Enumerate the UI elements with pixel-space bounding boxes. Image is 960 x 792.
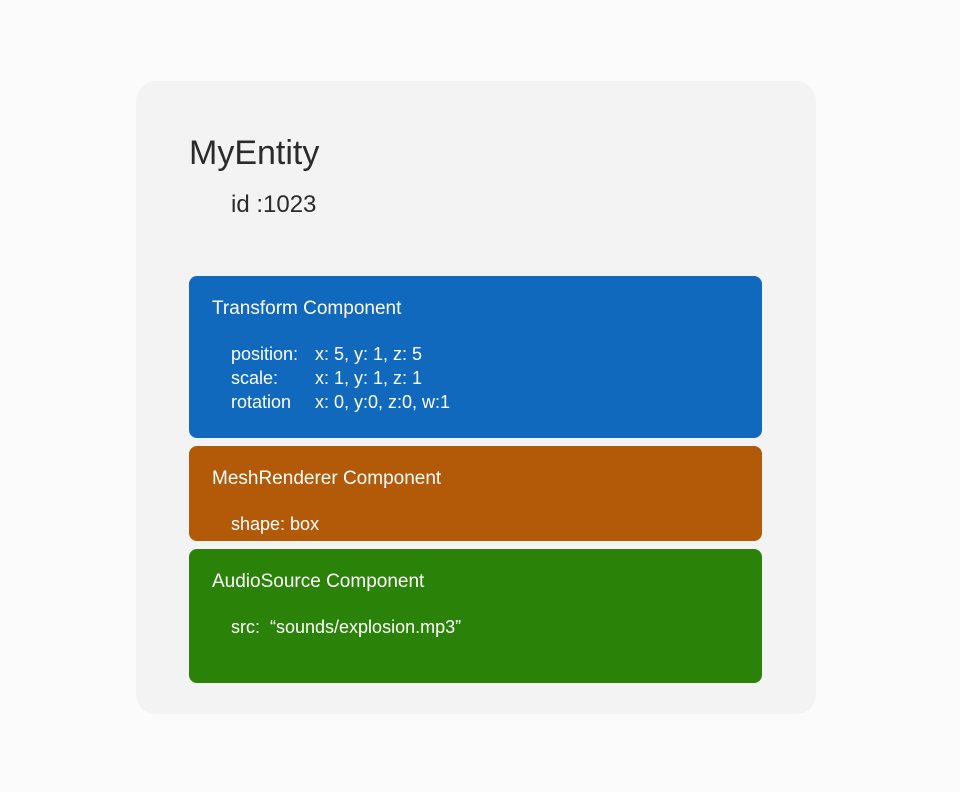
component-list: Transform Component position: x: 5, y: 1…	[189, 276, 762, 683]
component-title: AudioSource Component	[212, 571, 425, 592]
component-card-transform: Transform Component position: x: 5, y: 1…	[189, 276, 762, 438]
property-value: x: 1, y: 1, z: 1	[315, 368, 423, 388]
entity-title: MyEntity	[189, 134, 320, 172]
property-row: scale: x: 1, y: 1, z: 1	[212, 366, 739, 390]
component-property-rows: src: “sounds/explosion.mp3”	[212, 615, 739, 639]
property-row: shape: box	[231, 514, 320, 534]
property-row: src: “sounds/explosion.mp3”	[231, 617, 462, 637]
property-row: position: x: 5, y: 1, z: 5	[212, 342, 739, 366]
property-label: rotation	[231, 392, 292, 412]
entity-id-label: id :1023	[231, 191, 317, 218]
component-property-rows: position: x: 5, y: 1, z: 5 scale: x: 1, …	[212, 342, 739, 414]
property-value: x: 5, y: 1, z: 5	[315, 344, 423, 364]
property-label: position:	[231, 344, 299, 364]
component-card-audiosource: AudioSource Component src: “sounds/explo…	[189, 549, 762, 683]
component-property-rows: shape: box	[212, 512, 739, 536]
property-value: x: 0, y:0, z:0, w:1	[315, 392, 451, 412]
property-label: scale:	[231, 368, 279, 388]
entity-card: MyEntity id :1023 Transform Component po…	[136, 81, 816, 714]
property-row: rotation x: 0, y:0, z:0, w:1	[212, 390, 739, 414]
component-title: Transform Component	[212, 298, 402, 319]
component-title: MeshRenderer Component	[212, 468, 442, 489]
component-card-meshrenderer: MeshRenderer Component shape: box	[189, 446, 762, 541]
